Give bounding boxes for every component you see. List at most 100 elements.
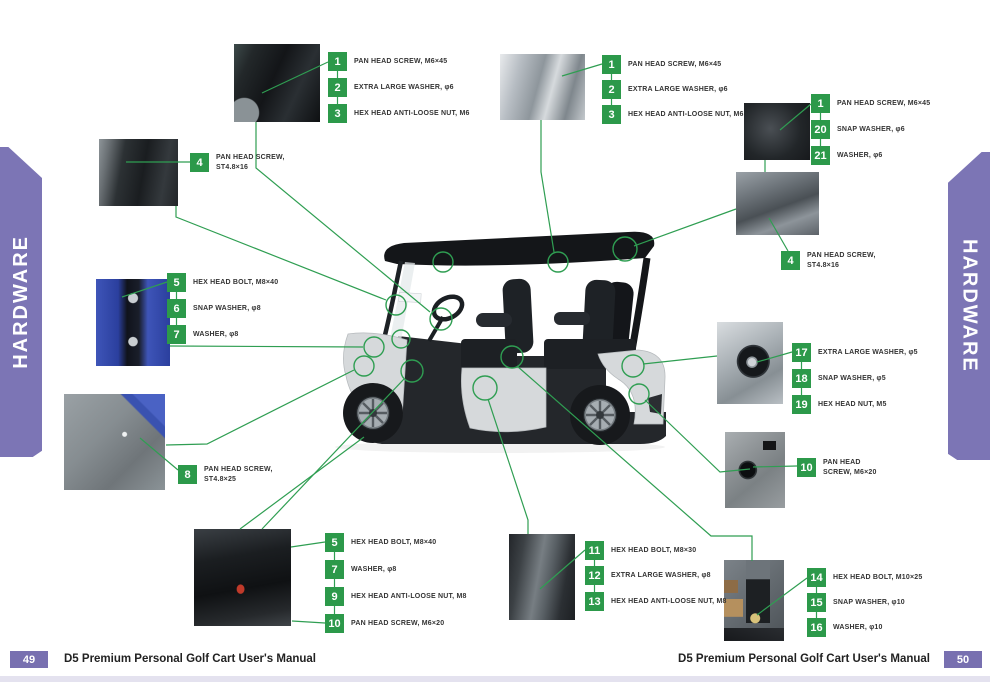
callout-snap-washer: 6 SNAP WASHER, φ8 xyxy=(167,299,261,318)
photo-roof-rear-screw xyxy=(736,172,819,235)
callout-number: 7 xyxy=(325,560,344,579)
callout-label: HEX HEAD ANTI-LOOSE NUT, M6 xyxy=(628,110,744,118)
callout-label: HEX HEAD NUT, M5 xyxy=(818,400,887,408)
callout-number: 1 xyxy=(811,94,830,113)
callout-number: 4 xyxy=(190,153,209,173)
callout-label: SNAP WASHER, φ10 xyxy=(833,598,905,606)
callout-number: 5 xyxy=(167,273,186,292)
callout-number: 2 xyxy=(328,78,347,97)
callout-anti-loose-nut: 13 HEX HEAD ANTI-LOOSE NUT, M8 xyxy=(585,592,727,611)
callout-washer: 7 WASHER, φ8 xyxy=(325,560,397,579)
callout-label: SNAP WASHER, φ5 xyxy=(818,374,886,382)
callout-label: WASHER, φ8 xyxy=(193,330,239,338)
callout-label: HEX HEAD ANTI-LOOSE NUT, M8 xyxy=(351,592,467,600)
callout-label: HEX HEAD BOLT, M10×25 xyxy=(833,573,923,581)
callout-label: HEX HEAD BOLT, M8×40 xyxy=(193,278,279,286)
chapter-banner-right: HARDWARE xyxy=(948,152,990,460)
callout-label: SNAP WASHER, φ8 xyxy=(193,304,261,312)
callout-snap-washer: 18 SNAP WASHER, φ5 xyxy=(792,369,886,388)
callout-number: 1 xyxy=(602,55,621,74)
callout-number: 6 xyxy=(167,299,186,318)
callout-anti-loose-nut: 3 HEX HEAD ANTI-LOOSE NUT, M6 xyxy=(328,104,470,123)
callout-label: WASHER, φ6 xyxy=(837,151,883,159)
chapter-banner-label: HARDWARE xyxy=(958,239,981,373)
callout-extra-large-washer: 2 EXTRA LARGE WASHER, φ6 xyxy=(328,78,454,97)
callout-number: 18 xyxy=(792,369,811,388)
callout-hex-head-bolt: 5 HEX HEAD BOLT, M8×40 xyxy=(325,533,436,552)
callout-label: HEX HEAD BOLT, M8×40 xyxy=(351,538,437,546)
callout-number: 20 xyxy=(811,120,830,139)
photo-dash-screw xyxy=(99,139,178,206)
footer-accent-strip xyxy=(0,676,990,682)
photo-rear-panel-screw xyxy=(725,432,785,508)
photo-roof-strut-front xyxy=(234,44,320,122)
callout-snap-washer: 20 SNAP WASHER, φ6 xyxy=(811,120,905,139)
callout-label: PAN HEAD SCREW, M6×45 xyxy=(628,60,722,68)
photo-frame-bolts xyxy=(96,279,170,366)
callout-label: SNAP WASHER, φ6 xyxy=(837,125,905,133)
callout-number: 8 xyxy=(178,465,197,485)
callout-number: 13 xyxy=(585,592,604,611)
callout-hex-head-bolt: 14 HEX HEAD BOLT, M10×25 xyxy=(807,568,922,587)
callout-label: EXTRA LARGE WASHER, φ5 xyxy=(818,348,918,356)
callout-number: 3 xyxy=(328,104,347,123)
chapter-banner-label: HARDWARE xyxy=(9,235,32,369)
callout-number: 5 xyxy=(325,533,344,552)
golf-cart-illustration xyxy=(335,231,666,453)
callout-extra-large-washer: 12 EXTRA LARGE WASHER, φ8 xyxy=(585,566,711,585)
callout-hex-head-bolt: 11 HEX HEAD BOLT, M8×30 xyxy=(585,541,696,560)
callout-snap-washer: 15 SNAP WASHER, φ10 xyxy=(807,593,905,612)
callout-label: PAN HEAD SCREW, M6×45 xyxy=(837,99,931,107)
callout-number: 11 xyxy=(585,541,604,560)
callout-label: HEX HEAD ANTI-LOOSE NUT, M6 xyxy=(354,109,470,117)
callout-pan-head-screw: 10 PAN HEAD SCREW, M6×20 xyxy=(325,614,444,633)
callout-number: 19 xyxy=(792,395,811,414)
callout-label: HEX HEAD ANTI-LOOSE NUT, M8 xyxy=(611,597,727,605)
photo-rear-axle-bolt xyxy=(724,560,784,641)
callout-label: PAN HEAD SCREW, M6×45 xyxy=(354,57,448,65)
callout-pan-head-screw: 10 PAN HEAD SCREW, M6×20 xyxy=(797,458,877,478)
callout-pan-head-screw: 8 PAN HEAD SCREW, ST4.8×25 xyxy=(178,465,273,485)
page-number-left: 49 xyxy=(10,651,48,668)
callout-hex-head-nut: 19 HEX HEAD NUT, M5 xyxy=(792,395,887,414)
footer-title-right: D5 Premium Personal Golf Cart User's Man… xyxy=(678,653,930,665)
callout-number: 10 xyxy=(325,614,344,633)
callout-extra-large-washer: 17 EXTRA LARGE WASHER, φ5 xyxy=(792,343,918,362)
callout-number: 2 xyxy=(602,80,621,99)
callout-washer: 7 WASHER, φ8 xyxy=(167,325,239,344)
callout-label: WASHER, φ10 xyxy=(833,623,883,631)
callout-number: 10 xyxy=(797,458,816,478)
callout-number: 12 xyxy=(585,566,604,585)
photo-floor-bolt xyxy=(509,534,575,620)
callout-hex-head-bolt: 5 HEX HEAD BOLT, M8×40 xyxy=(167,273,278,292)
footer-title-left: D5 Premium Personal Golf Cart User's Man… xyxy=(64,653,316,665)
callout-label: WASHER, φ8 xyxy=(351,565,397,573)
callout-anti-loose-nut: 3 HEX HEAD ANTI-LOOSE NUT, M6 xyxy=(602,105,744,124)
callout-label: PAN HEAD SCREW, M6×20 xyxy=(823,459,877,476)
callout-label: EXTRA LARGE WASHER, φ8 xyxy=(611,571,711,579)
callout-number: 14 xyxy=(807,568,826,587)
callout-number: 3 xyxy=(602,105,621,124)
callout-pan-head-screw: 4 PAN HEAD SCREW, ST4.8×16 xyxy=(190,153,285,173)
callout-number: 7 xyxy=(167,325,186,344)
callout-label: PAN HEAD SCREW, ST4.8×25 xyxy=(204,466,273,483)
photo-roof-rear-joint xyxy=(744,103,810,160)
photo-roof-underside xyxy=(500,54,585,120)
rear-wheel xyxy=(570,385,630,445)
callout-label: PAN HEAD SCREW, ST4.8×16 xyxy=(216,154,285,171)
callout-number: 4 xyxy=(781,251,800,271)
chapter-banner-left: HARDWARE xyxy=(0,147,42,457)
callout-label: PAN HEAD SCREW, M6×20 xyxy=(351,619,445,627)
callout-number: 15 xyxy=(807,593,826,612)
callout-pan-head-screw: 1 PAN HEAD SCREW, M6×45 xyxy=(602,55,721,74)
photo-front-body-screw xyxy=(64,394,165,490)
callout-number: 17 xyxy=(792,343,811,362)
callout-label: EXTRA LARGE WASHER, φ6 xyxy=(354,83,454,91)
callout-label: HEX HEAD BOLT, M8×30 xyxy=(611,546,697,554)
